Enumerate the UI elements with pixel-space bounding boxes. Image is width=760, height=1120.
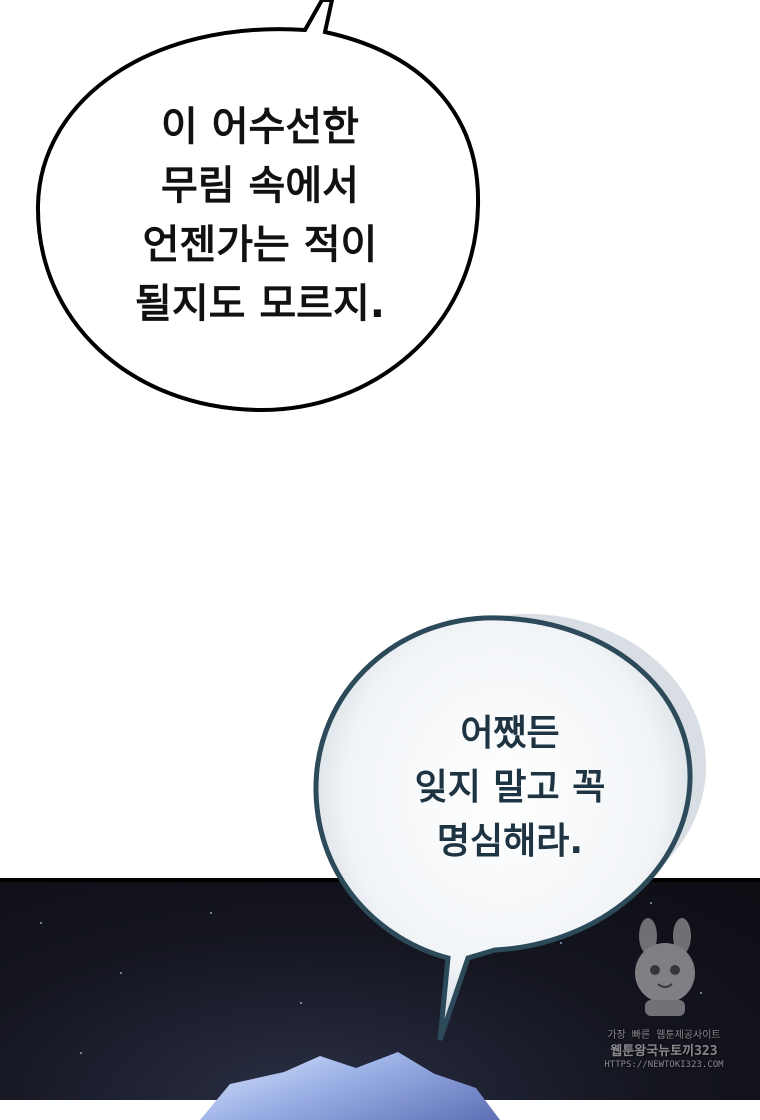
speech-bubble-bottom xyxy=(313,615,693,1041)
speech-line: 무림 속에서 xyxy=(161,163,359,209)
speech-text-bottom: 어쨌든 잊지 말고 꼭 명심해라. xyxy=(350,707,670,869)
speech-line: 언젠가는 적이 xyxy=(142,222,378,268)
speech-line: 어쨌든 xyxy=(460,713,560,754)
speech-line: 될지도 모르지. xyxy=(135,281,385,327)
site-watermark: 가장 빠른 웹툰제공사이트 웹툰왕국뉴토끼323 HTTPS://NEWTOKI… xyxy=(598,918,730,1083)
rabbit-mascot-icon xyxy=(635,918,695,1016)
watermark-line: 가장 빠른 웹툰제공사이트 xyxy=(607,1030,721,1041)
speech-text-top: 이 어수선한 무림 속에서 언젠가는 적이 될지도 모르지. xyxy=(100,98,420,334)
watermark-url: HTTPS://NEWTOKI323.COM xyxy=(604,1060,724,1070)
speech-line: 잊지 말고 꼭 xyxy=(414,767,606,808)
watermark-line: 웹툰왕국뉴토끼323 xyxy=(610,1044,718,1059)
speech-line: 명심해라. xyxy=(436,821,584,862)
speech-line: 이 어수선한 xyxy=(161,104,359,150)
speech-bubble-top xyxy=(35,0,481,413)
